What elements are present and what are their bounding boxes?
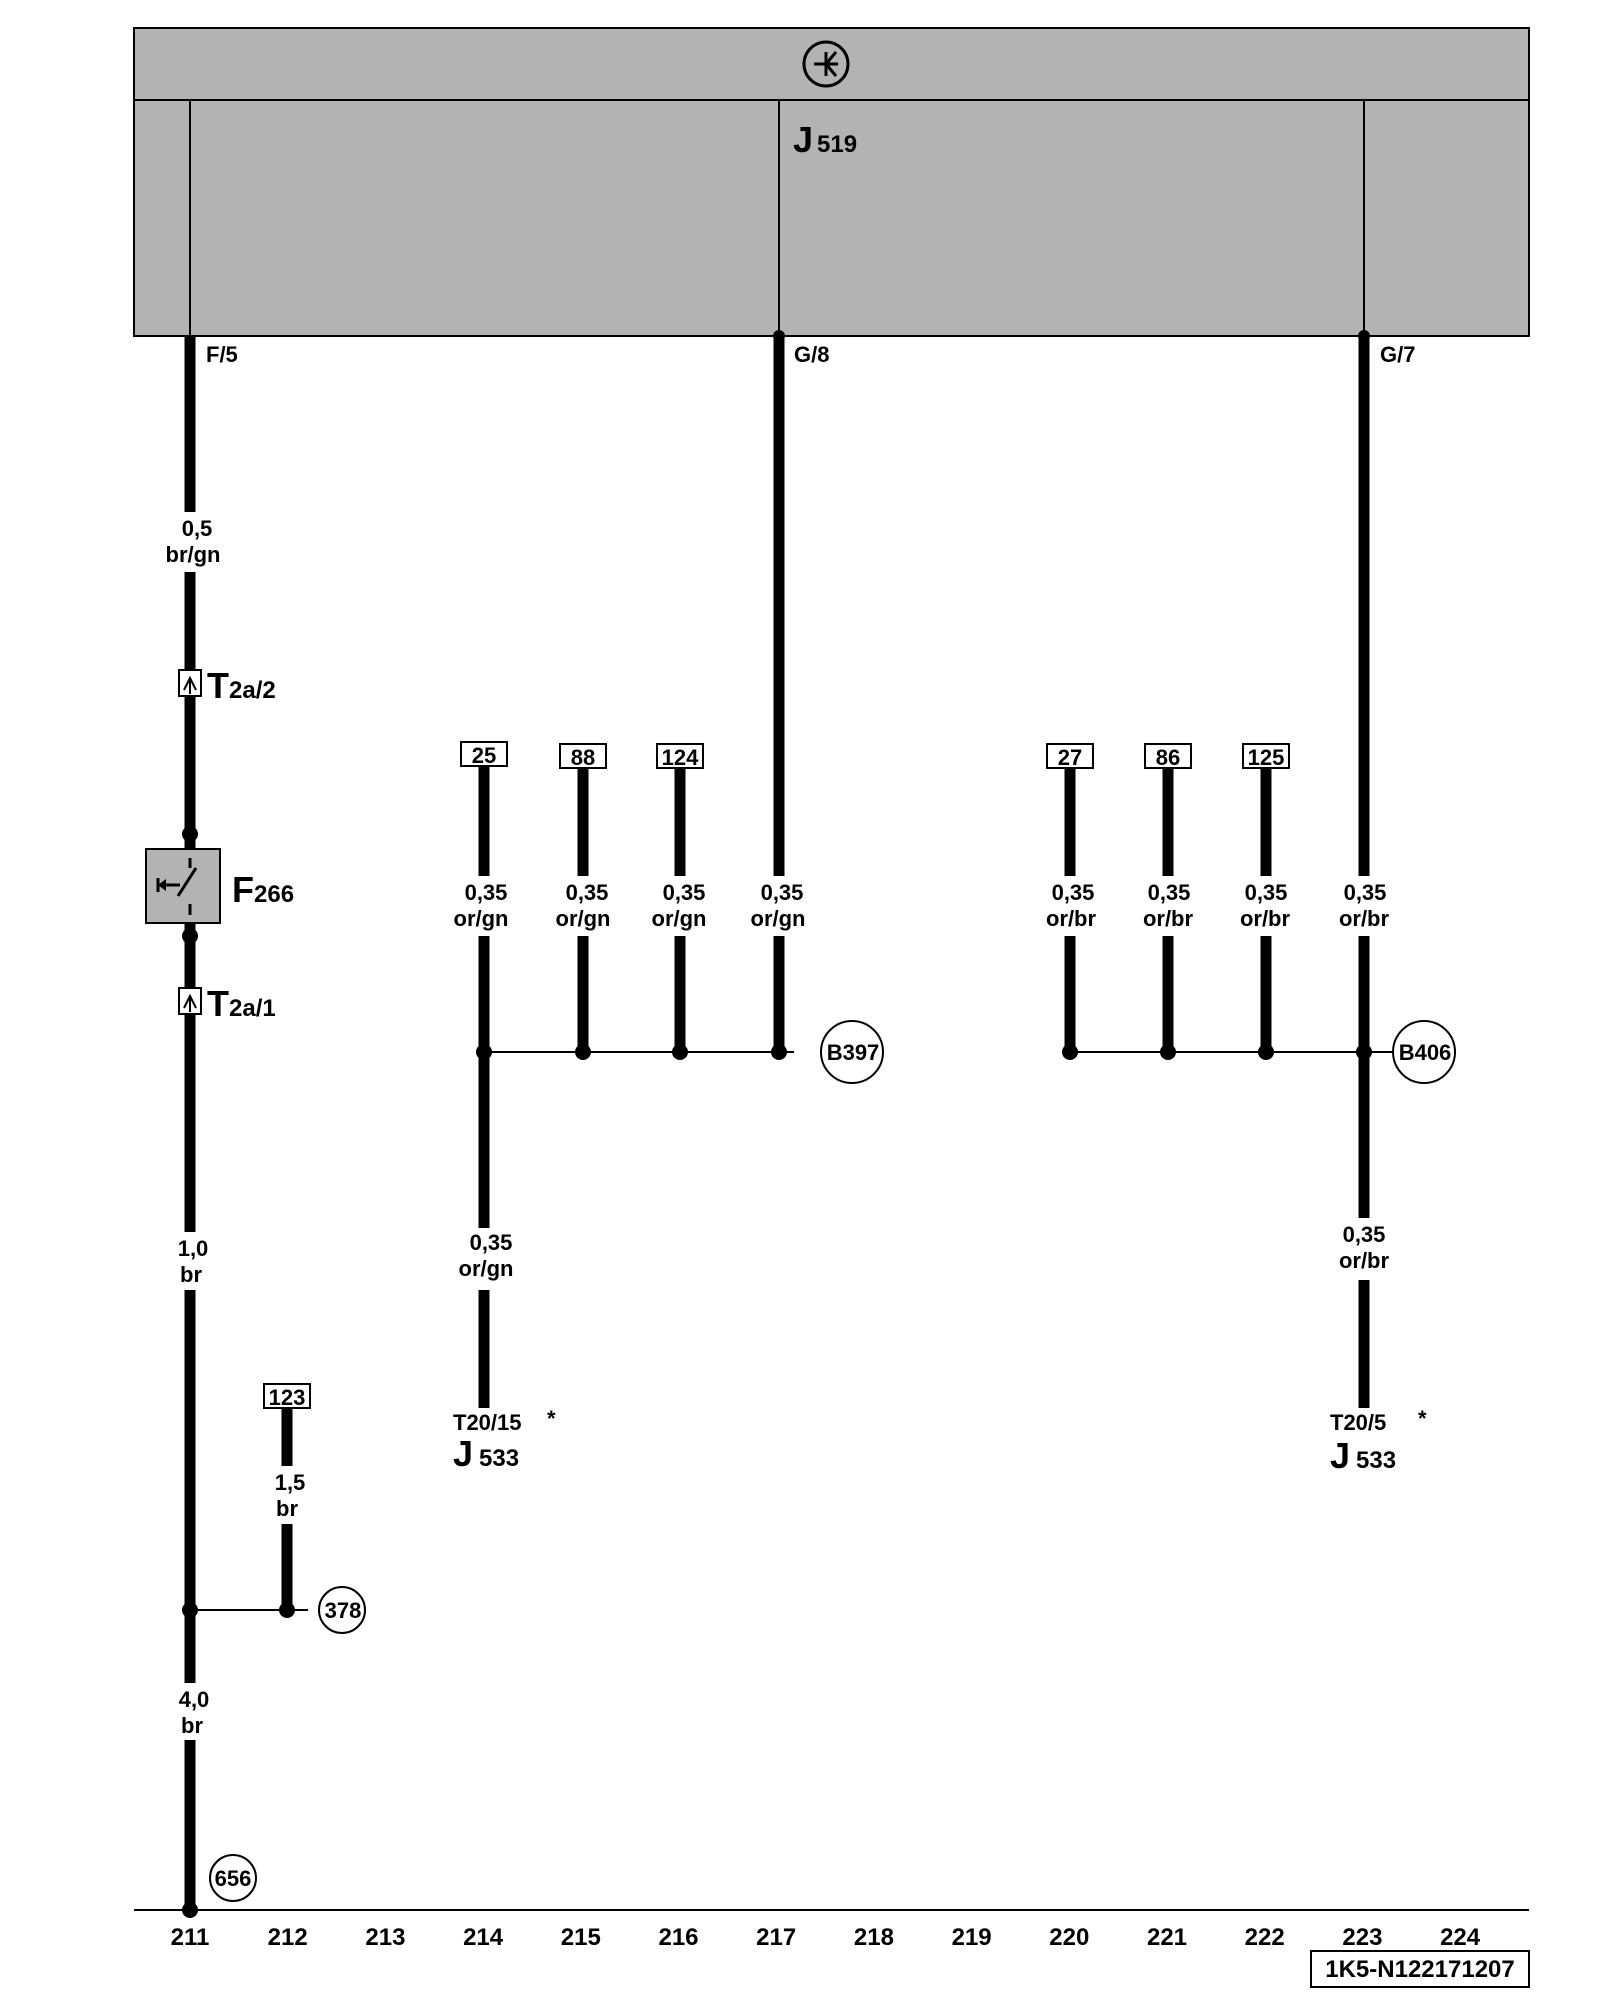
module-symbol-icon — [802, 40, 850, 88]
wire-group-or-gn: 25 88 124 0,35 or/gn 0,35 or/gn 0,35 or/… — [453, 330, 884, 1474]
wire-group-or-br: 27 86 125 0,35 or/br 0,35 or/br 0,35 or/… — [1046, 330, 1456, 1476]
pin-label: G/8 — [794, 342, 829, 367]
wire-label-color: or/br — [1339, 906, 1390, 931]
ref-box-label: 124 — [662, 745, 699, 770]
ref-box-label: 125 — [1248, 745, 1285, 770]
pin-label: F/5 — [206, 342, 238, 367]
grid-number: 218 — [854, 1924, 894, 1951]
wire-label-color: or/br — [1046, 906, 1097, 931]
connector-t2a-1: T2a/1 — [178, 983, 276, 1024]
ref-box — [460, 741, 508, 767]
grid-number: 214 — [463, 1924, 504, 1951]
splice-b397 — [820, 1020, 884, 1084]
ref-box-label: 25 — [472, 743, 496, 768]
wire-dot — [182, 928, 198, 944]
connector-t2a-2: T2a/2 — [178, 665, 276, 706]
wire-label-color: or/gn — [556, 906, 611, 931]
ref-box — [263, 1383, 311, 1409]
ground-label: 656 — [215, 1866, 252, 1891]
grid-number: 220 — [1049, 1924, 1089, 1951]
grid-number: 213 — [365, 1924, 405, 1951]
splice-label: B406 — [1399, 1040, 1452, 1065]
grid-number: 219 — [952, 1924, 992, 1951]
wire-label-color: br — [276, 1496, 298, 1521]
ref-box-label: 86 — [1156, 745, 1180, 770]
wire-label-color: br/gn — [166, 542, 221, 567]
ref-box — [559, 743, 607, 769]
ground-point-656 — [209, 1854, 257, 1902]
wire-label-size: 0,35 — [761, 880, 804, 905]
wire-label-size: 4,0 — [179, 1687, 210, 1712]
splice-b406 — [1392, 1020, 1456, 1084]
wire-dot — [182, 826, 198, 842]
ref-box — [656, 743, 704, 769]
wire-label-size: 0,35 — [1052, 880, 1095, 905]
grid-number: 221 — [1147, 1924, 1187, 1951]
wire-label-size: 0,35 — [1344, 880, 1387, 905]
grid-number: 212 — [268, 1924, 308, 1951]
end-note-marker: * — [547, 1406, 556, 1431]
wire-label-color: or/gn — [652, 906, 707, 931]
wire-label-color: br — [181, 1713, 203, 1738]
wire-label-size: 0,5 — [182, 516, 213, 541]
wire-label-size: 0,35 — [663, 880, 706, 905]
pin-label: G/7 — [1380, 342, 1415, 367]
grid-numbers: 211 212 213 214 215 216 217 218 219 220 221 222 223 2… — [171, 1924, 1481, 1951]
wire-label-color: or/gn — [459, 1256, 514, 1281]
ground-label: 378 — [325, 1598, 362, 1623]
wire-label-size: 0,35 — [470, 1230, 513, 1255]
grid-number: 223 — [1342, 1924, 1382, 1951]
wire-212: 123 1,5 br 378 — [190, 1383, 366, 1634]
end-note-marker: * — [1418, 1406, 1427, 1431]
wire-label-size: 1,0 — [178, 1236, 209, 1261]
doc-id: 1K5-N122171207 — [1325, 1956, 1514, 1983]
wire-label-color: or/br — [1339, 1248, 1390, 1273]
end-connector-label: T20/15 — [453, 1410, 522, 1435]
wire-label-color: or/br — [1240, 906, 1291, 931]
module-body — [133, 99, 1530, 337]
grid-number: 216 — [658, 1924, 698, 1951]
wire-label-color: or/gn — [454, 906, 509, 931]
ref-box-label: 88 — [571, 745, 595, 770]
wire-label-size: 0,35 — [1148, 880, 1191, 905]
grid-number: 222 — [1245, 1924, 1285, 1951]
grid-number: 215 — [561, 1924, 601, 1951]
ref-box-label: 27 — [1058, 745, 1082, 770]
wire-label-size: 0,35 — [1245, 880, 1288, 905]
wire-label-size: 0,35 — [1343, 1222, 1386, 1247]
wire-label-size: 0,35 — [566, 880, 609, 905]
wire-label-size: 1,5 — [275, 1470, 306, 1495]
switch-f266: F266 — [145, 848, 294, 924]
grid-number: 211 — [171, 1924, 210, 1951]
grid-number: 224 — [1440, 1924, 1481, 1951]
end-connector-label: T20/5 — [1330, 1410, 1386, 1435]
wire-label-color: br — [180, 1262, 202, 1287]
connector-label: T2a/1 — [207, 983, 276, 1024]
wire-label-size: 0,35 — [465, 880, 508, 905]
grid-number: 217 — [756, 1924, 796, 1951]
wire-label-color: or/br — [1143, 906, 1194, 931]
ground-point-378 — [318, 1586, 366, 1634]
wire-label-color: or/gn — [751, 906, 806, 931]
splice-label: B397 — [827, 1040, 880, 1065]
connector-label: T2a/2 — [207, 665, 276, 706]
doc-id-box — [1310, 1950, 1530, 1988]
switch-label: F266 — [232, 869, 294, 910]
ref-box-label: 123 — [269, 1385, 306, 1410]
